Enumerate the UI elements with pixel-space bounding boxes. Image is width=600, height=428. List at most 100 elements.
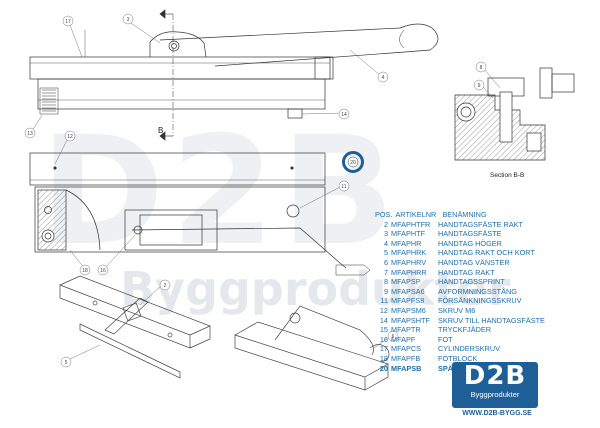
parts-list-name: HANDTAGSFÄSTE RAKT	[438, 219, 524, 229]
parts-list-art: MFAPSA6	[391, 286, 425, 296]
callout-numbers: 17 3 4 13 14 8 9 12 11 18 16 2 5 6	[27, 17, 482, 366]
callout-2: 2	[164, 283, 167, 289]
parts-list-pos: 2	[383, 219, 388, 229]
callout-4: 4	[382, 75, 385, 81]
parts-list-art: MFAPHRR	[391, 267, 427, 277]
parts-list-art: MFAPF	[391, 334, 416, 344]
parts-list-pos: 8	[383, 277, 388, 287]
parts-list-name: HANDTAGSSPRINT	[438, 277, 505, 287]
parts-list-name: SKRUV TILL HANDTAGSFÄSTE	[438, 315, 545, 325]
header-name: BENÄMNING	[442, 210, 487, 219]
section-view	[454, 67, 575, 161]
callout-17: 17	[65, 19, 71, 25]
callout-14: 14	[341, 112, 347, 118]
parts-list-name: FOT	[438, 334, 453, 344]
parts-list-pos: 15	[379, 325, 388, 335]
parts-list-name: TRYCKFJÄDER	[438, 325, 491, 335]
callout-8: 8	[480, 65, 483, 71]
parts-list-name: HANDTAG RAKT OCH KORT	[438, 248, 535, 258]
parts-list-pos: 12	[379, 305, 388, 315]
parts-list-name: HANDTAG HÖGER	[438, 238, 502, 248]
callout-3: 3	[127, 17, 130, 23]
callout-5: 5	[65, 360, 68, 366]
watermark-logo-text: D2B	[40, 105, 402, 279]
parts-list-name: SKRUV M6	[438, 305, 476, 315]
front-view	[29, 152, 371, 276]
parts-list-pos: 11	[380, 296, 388, 306]
isometric-view-right	[234, 305, 390, 391]
parts-list-pos: 4	[383, 238, 388, 248]
parts-list-art: MFAPTR	[391, 325, 421, 335]
callout-20: 20	[350, 160, 356, 166]
header-pos: POS.	[375, 210, 393, 219]
parts-list-header: POS. ARTIKELNR BENÄMNING	[375, 210, 600, 220]
parts-list-pos: 9	[383, 286, 388, 296]
parts-list-pos: 7	[383, 267, 388, 277]
isometric-view-left	[59, 275, 211, 379]
parts-list-name: HANDTAG RAKT	[438, 267, 495, 277]
parts-list-pos: 14	[379, 315, 388, 325]
parts-list-pos: 5	[383, 248, 388, 258]
parts-list-art: MFAPHRK	[391, 248, 427, 258]
parts-list-art: MFAPHRV	[391, 257, 427, 267]
parts-list-art: MFAPSP	[391, 277, 421, 287]
parts-list-name: CYLINDERSKRUV	[438, 344, 501, 354]
website-link[interactable]: WWW.D2B-BYGG.SE	[462, 410, 532, 417]
highlight-ring	[342, 151, 364, 173]
parts-list-art: MFAPFS8	[391, 296, 425, 306]
callouts	[24, 13, 501, 368]
callout-18: 18	[82, 268, 88, 274]
watermark-subtitle: Byggprodukter	[120, 262, 511, 316]
parts-list-pos: 3	[383, 229, 388, 239]
parts-list-name: FÖRSÄNKNINGSSKRUV	[438, 296, 522, 306]
callout-13: 13	[27, 131, 33, 137]
brand-logo: D2B Byggprodukter	[452, 362, 538, 408]
parts-list-pos: 17	[379, 344, 388, 354]
parts-list-art: MFAPSM6	[391, 305, 426, 315]
section-view-label: Section B-B	[490, 172, 525, 179]
logo-subtitle: Byggprodukter	[470, 390, 520, 399]
parts-list-name: AVFORMNINGSSTÅNG	[438, 286, 517, 296]
header-article: ARTIKELNR	[395, 210, 437, 219]
parts-list-art: MFAPCS	[391, 344, 422, 354]
callout-12: 12	[67, 134, 73, 140]
parts-list-art: MFAPHR	[391, 238, 422, 248]
parts-list-name: FOTBLOCK	[438, 353, 478, 363]
top-view	[29, 9, 439, 141]
parts-list-pos: 20	[379, 363, 388, 373]
callout-9: 9	[478, 83, 481, 89]
parts-list-name: HANDTAGSFÄSTE	[438, 229, 502, 239]
parts-list-art: MFAPHTF	[391, 229, 426, 239]
spring-element	[39, 87, 59, 115]
parts-list-art: MFAPHTFR	[391, 219, 431, 229]
parts-list-art: MFAPSHTF	[391, 315, 430, 325]
parts-list-name: HANDTAG VÄNSTER	[438, 257, 510, 267]
parts-list-pos: 16	[379, 334, 388, 344]
callout-16: 16	[100, 268, 106, 274]
callout-6: 6	[392, 334, 395, 340]
parts-list-art: MFAPSB	[391, 363, 422, 373]
logo-title: D2B	[463, 361, 527, 391]
parts-list-pos: 6	[383, 257, 388, 267]
callout-11: 11	[341, 184, 346, 190]
section-marker: B	[158, 126, 163, 135]
